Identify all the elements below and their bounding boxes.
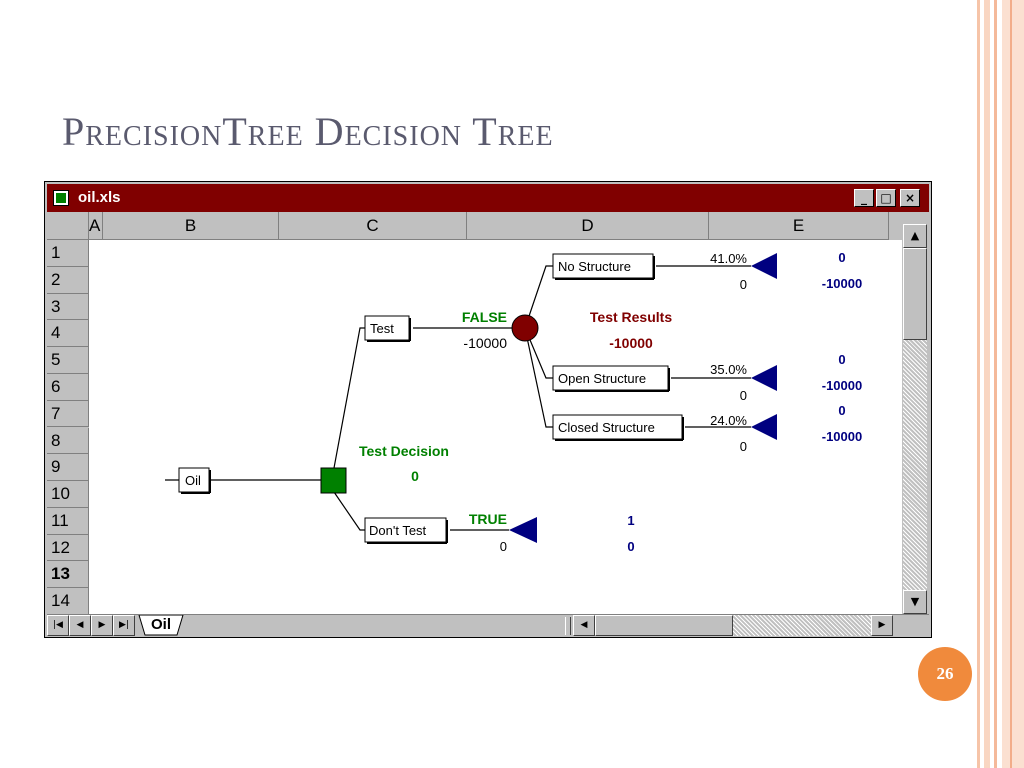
tab-prev-button[interactable]: ◀ xyxy=(69,615,91,636)
column-header-d[interactable]: D xyxy=(467,212,709,240)
dont-test-branch-flag: TRUE xyxy=(469,511,507,527)
dont-test-branch-label: Don't Test xyxy=(369,523,427,538)
window-titlebar[interactable]: oil.xls _ □ × xyxy=(47,184,929,212)
hscroll-track[interactable] xyxy=(733,615,871,636)
test-branch-node[interactable]: Test xyxy=(364,315,411,342)
outcome-value: 0 xyxy=(740,388,747,403)
decor-stripe-4 xyxy=(1002,0,1024,768)
column-header-e[interactable]: E xyxy=(709,212,889,240)
decor-stripe-5 xyxy=(1010,0,1012,768)
chance-title: Test Results xyxy=(590,309,672,325)
scroll-track[interactable] xyxy=(903,340,927,590)
outcome-node-open-structure[interactable]: Open Structure xyxy=(552,365,670,392)
row-header-13[interactable]: 13 xyxy=(47,561,89,589)
root-node[interactable]: Oil xyxy=(173,467,211,494)
row-header-14[interactable]: 14 xyxy=(47,588,89,615)
tab-last-button[interactable]: ▶| xyxy=(113,615,135,636)
sheet-grid[interactable]: Oil Test Decision 0 Test FALSE -10000 Te… xyxy=(89,240,902,615)
scroll-up-button[interactable]: ▲ xyxy=(903,224,927,248)
tab-first-button[interactable]: |◀ xyxy=(47,615,69,636)
scroll-right-button[interactable]: ▶ xyxy=(871,615,893,636)
outcome-label: No Structure xyxy=(558,259,631,274)
end-node-value: -10000 xyxy=(822,276,862,291)
row-header-8[interactable]: 8 xyxy=(47,427,89,455)
outcome-node-no-structure[interactable]: No Structure xyxy=(552,253,655,280)
slide-title: PrecisionTree Decision Tree xyxy=(62,109,554,154)
decor-stripe-3 xyxy=(994,0,997,768)
row-header-5[interactable]: 5 xyxy=(47,347,89,374)
row-header-4[interactable]: 4 xyxy=(47,320,89,348)
outcome-node-closed-structure[interactable]: Closed Structure xyxy=(552,414,684,441)
outcome-label: Open Structure xyxy=(558,371,646,386)
row-header-10[interactable]: 10 xyxy=(47,481,89,508)
window-title: oil.xls xyxy=(78,189,121,206)
close-button[interactable]: × xyxy=(900,189,920,207)
resize-grip-icon[interactable] xyxy=(899,615,925,636)
hscroll-thumb[interactable] xyxy=(595,615,733,636)
row-header-12[interactable]: 12 xyxy=(47,534,89,562)
page-number: 26 xyxy=(918,647,972,701)
decision-tree: Oil Test Decision 0 Test FALSE -10000 Te… xyxy=(165,250,862,554)
row-header-1[interactable]: 1 xyxy=(47,240,89,267)
decor-stripe-1 xyxy=(977,0,980,768)
end-node-value: 0 xyxy=(627,539,634,554)
sheet-tab-shape xyxy=(138,615,184,636)
row-header-7[interactable]: 7 xyxy=(47,400,89,428)
end-node xyxy=(751,253,777,279)
column-headers: A B C D E xyxy=(47,212,902,240)
vertical-scrollbar[interactable]: ▲ ▼ xyxy=(902,212,929,615)
maximize-button[interactable]: □ xyxy=(876,189,896,207)
end-node xyxy=(509,517,537,543)
outcome-probability: 24.0% xyxy=(710,413,747,428)
scroll-left-button[interactable]: ◀ xyxy=(573,615,595,636)
test-branch-value: -10000 xyxy=(463,335,507,351)
scroll-down-button[interactable]: ▼ xyxy=(903,590,927,614)
chance-value: -10000 xyxy=(609,335,653,351)
chance-node[interactable] xyxy=(511,314,539,342)
corner-select-all[interactable] xyxy=(47,212,89,240)
outcome-probability: 41.0% xyxy=(710,251,747,266)
row-header-9[interactable]: 9 xyxy=(47,454,89,482)
sheet-tab-oil[interactable]: Oil xyxy=(151,616,172,633)
end-node xyxy=(751,365,777,391)
decision-title: Test Decision xyxy=(359,443,449,459)
tab-split-box[interactable] xyxy=(565,617,571,635)
root-label: Oil xyxy=(185,473,201,488)
end-node-probability: 0 xyxy=(838,250,845,265)
excel-icon xyxy=(53,190,69,206)
row-header-2[interactable]: 2 xyxy=(47,266,89,294)
outcome-value: 0 xyxy=(740,439,747,454)
column-header-c[interactable]: C xyxy=(279,212,467,240)
end-node xyxy=(751,414,777,440)
row-header-6[interactable]: 6 xyxy=(47,373,89,401)
dont-test-branch-node[interactable]: Don't Test xyxy=(364,517,448,544)
scroll-thumb[interactable] xyxy=(903,248,927,340)
outcome-probability: 35.0% xyxy=(710,362,747,377)
sheet-tab-bar: |◀ ◀ ▶ ▶| Oil ◀ ▶ xyxy=(47,614,929,637)
end-node-probability: 0 xyxy=(838,403,845,418)
dont-test-branch-value: 0 xyxy=(500,539,507,554)
outcome-label: Closed Structure xyxy=(558,420,655,435)
decision-value: 0 xyxy=(411,468,419,484)
column-header-b[interactable]: B xyxy=(103,212,279,240)
end-node-probability: 1 xyxy=(627,513,634,528)
tab-next-button[interactable]: ▶ xyxy=(91,615,113,636)
minimize-button[interactable]: _ xyxy=(854,189,874,207)
row-header-11[interactable]: 11 xyxy=(47,507,89,535)
end-node-value: -10000 xyxy=(822,429,862,444)
column-header-a[interactable]: A xyxy=(89,212,103,240)
test-branch-label: Test xyxy=(370,321,394,336)
decision-node[interactable] xyxy=(320,467,347,494)
row-header-3[interactable]: 3 xyxy=(47,293,89,321)
end-node-probability: 0 xyxy=(838,352,845,367)
end-node-value: -10000 xyxy=(822,378,862,393)
test-branch-flag: FALSE xyxy=(462,309,507,325)
decor-stripe-2 xyxy=(984,0,990,768)
outcome-value: 0 xyxy=(740,277,747,292)
